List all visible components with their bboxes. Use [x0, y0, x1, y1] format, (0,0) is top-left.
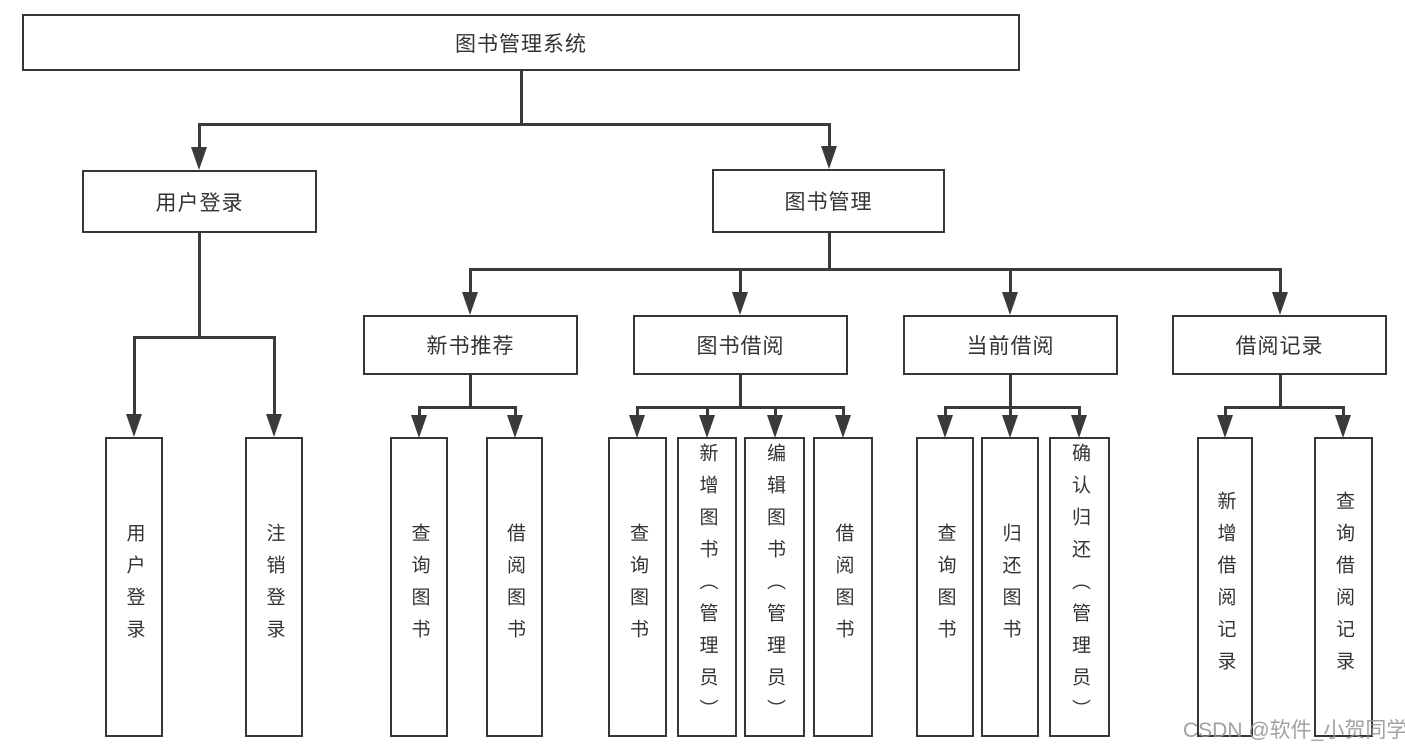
leaf-query-books: 查询图书	[916, 437, 974, 737]
connector	[1223, 406, 1345, 409]
arrowhead-icon	[191, 147, 207, 170]
arrowhead-icon	[1002, 292, 1018, 315]
leaf-logout: 注销登录	[245, 437, 303, 737]
connector	[1223, 408, 1227, 417]
leaf-add-book-admin: 新增图书（管理员）	[677, 437, 737, 737]
node-book-borrowing: 图书借阅	[633, 315, 848, 375]
connector	[198, 125, 201, 150]
arrowhead-icon	[1002, 415, 1018, 438]
node-label: 新增图书（管理员）	[696, 443, 718, 731]
arrowhead-icon	[1217, 415, 1233, 438]
leaf-add-borrow-record: 新增借阅记录	[1197, 437, 1253, 737]
leaf-return-book: 归还图书	[981, 437, 1039, 737]
connector	[468, 375, 472, 409]
leaf-borrow-books: 借阅图书	[486, 437, 543, 737]
connector	[1008, 408, 1012, 417]
node-label: 确认归还（管理员）	[1069, 443, 1090, 731]
connector	[635, 408, 639, 417]
connector	[519, 71, 523, 126]
arrowhead-icon	[821, 146, 837, 169]
connector	[738, 270, 742, 294]
node-label: 查询借阅记录	[1333, 491, 1354, 683]
node-label: 新书推荐	[426, 335, 515, 358]
connector	[827, 233, 831, 271]
node-label: 编辑图书（管理员）	[764, 443, 785, 731]
node-borrowing-records: 借阅记录	[1172, 315, 1387, 375]
node-label: 查询图书	[627, 523, 648, 651]
connector	[1077, 408, 1081, 417]
arrowhead-icon	[411, 415, 427, 438]
leaf-query-books: 查询图书	[608, 437, 667, 737]
connector	[513, 408, 517, 417]
node-label: 新增借阅记录	[1214, 491, 1236, 683]
node-label: 查询图书	[934, 523, 956, 651]
node-label: 归还图书	[999, 523, 1021, 651]
connector	[1278, 375, 1282, 409]
node-book-management: 图书管理	[712, 169, 945, 233]
connector	[417, 406, 517, 409]
arrowhead-icon	[699, 415, 715, 438]
node-label: 注销登录	[263, 523, 285, 651]
arrowhead-icon	[1071, 415, 1087, 438]
leaf-confirm-return-admin: 确认归还（管理员）	[1049, 437, 1110, 737]
leaf-query-books: 查询图书	[390, 437, 448, 737]
connector	[132, 336, 276, 339]
arrowhead-icon	[1335, 415, 1351, 438]
arrowhead-icon	[1272, 292, 1288, 315]
connector	[943, 406, 1081, 409]
node-label: 借阅图书	[832, 523, 854, 651]
arrowhead-icon	[507, 415, 523, 438]
connector	[272, 338, 276, 415]
leaf-edit-book-admin: 编辑图书（管理员）	[744, 437, 805, 737]
node-current-borrowing: 当前借阅	[903, 315, 1118, 375]
connector	[417, 408, 421, 417]
arrowhead-icon	[937, 415, 953, 438]
leaf-query-borrow-record: 查询借阅记录	[1314, 437, 1373, 737]
node-label: 图书管理系统	[455, 32, 587, 56]
arrowhead-icon	[126, 414, 142, 437]
connector	[468, 270, 472, 294]
node-library-management-system: 图书管理系统	[22, 14, 1020, 71]
node-label: 借阅记录	[1235, 335, 1324, 358]
node-label: 用户登录	[155, 191, 244, 215]
connector	[738, 375, 742, 409]
connector	[198, 233, 201, 338]
arrowhead-icon	[266, 414, 282, 437]
node-label: 用户登录	[123, 523, 145, 651]
connector	[468, 268, 1282, 271]
arrowhead-icon	[462, 292, 478, 315]
node-label: 当前借阅	[966, 335, 1055, 358]
connector	[1341, 408, 1345, 417]
connector	[841, 408, 845, 417]
connector	[1008, 270, 1012, 294]
arrowhead-icon	[767, 415, 783, 438]
node-new-book-recommendation: 新书推荐	[363, 315, 578, 375]
connector	[705, 408, 709, 417]
connector	[635, 406, 845, 409]
connector	[1008, 375, 1012, 409]
node-label: 查询图书	[408, 523, 430, 651]
node-label: 图书管理	[784, 191, 873, 214]
node-label: 借阅图书	[504, 523, 525, 651]
arrowhead-icon	[732, 292, 748, 315]
connector	[198, 123, 831, 126]
connector	[132, 338, 136, 415]
csdn-watermark: CSDN @软件_小贺同学	[1183, 719, 1405, 742]
connector	[773, 408, 777, 417]
connector	[1278, 270, 1282, 294]
leaf-borrow-books: 借阅图书	[813, 437, 873, 737]
node-label: 图书借阅	[696, 335, 785, 358]
connector	[943, 408, 947, 417]
arrowhead-icon	[629, 415, 645, 438]
leaf-user-login: 用户登录	[105, 437, 163, 737]
node-user-login: 用户登录	[82, 170, 317, 233]
arrowhead-icon	[835, 415, 851, 438]
connector	[828, 125, 831, 150]
